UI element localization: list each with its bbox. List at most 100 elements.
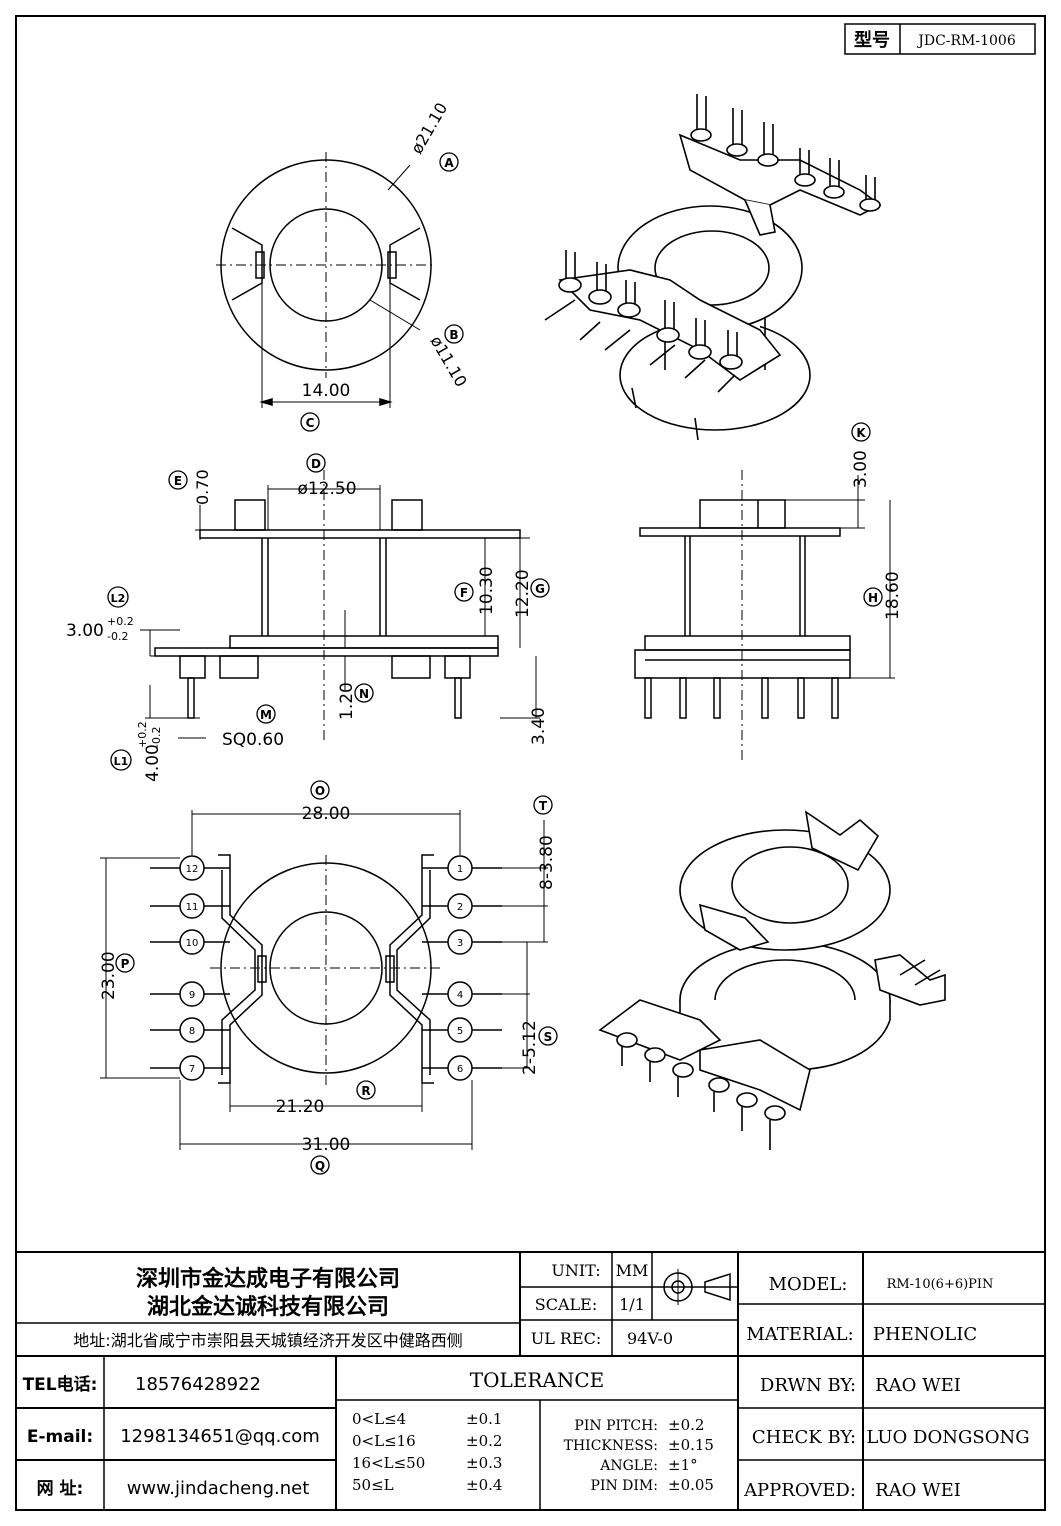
- tag-l2: L2: [111, 592, 126, 605]
- tag-m: M: [260, 708, 272, 722]
- tel-value: 18576428922: [135, 1374, 261, 1395]
- tag-b: B: [449, 328, 458, 342]
- tolerance-value: ±0.2: [466, 1432, 502, 1450]
- pin-left-12: 12: [179, 855, 205, 881]
- tolerance-range: 16<L≤50: [352, 1454, 425, 1472]
- iso-view-top: [544, 94, 882, 441]
- unit-value: MM: [616, 1261, 649, 1280]
- front-view: [140, 470, 540, 740]
- tag-f: F: [460, 586, 468, 600]
- material-label: MATERIAL:: [746, 1324, 853, 1345]
- spec-value: ±0.15: [668, 1436, 714, 1454]
- email-value: 1298134651@qq.com: [120, 1426, 320, 1447]
- pin-right-5: 5: [447, 1017, 473, 1043]
- tag-d: D: [311, 457, 321, 471]
- model-box: 型号 JDC-RM-1006: [844, 23, 1036, 55]
- pin-number: 11: [186, 902, 199, 913]
- pin-left-11: 11: [179, 893, 205, 919]
- spec-label: PIN PITCH:: [574, 1418, 658, 1434]
- web-value: www.jindacheng.net: [127, 1478, 310, 1499]
- top-view: [216, 152, 436, 408]
- company-name-2: 湖北金达诚科技有限公司: [147, 1294, 389, 1320]
- tag-t: T: [539, 799, 548, 813]
- dim-base-thickness: 1.20: [337, 682, 357, 720]
- tag-g: G: [535, 582, 545, 596]
- spec-value: ±0.05: [668, 1476, 714, 1494]
- tel-label: TEL电话:: [23, 1374, 98, 1395]
- dim-bottom-height: 23.00: [99, 951, 119, 1000]
- tag-n: N: [359, 687, 369, 701]
- dim-l1: 4.00: [143, 744, 163, 782]
- tag-r: R: [361, 1084, 370, 1098]
- title-block-text: 深圳市金达成电子有限公司 湖北金达诚科技有限公司 地址:湖北省咸宁市崇阳县天城镇…: [23, 1261, 1030, 1501]
- model-value: RM-10(6+6)PIN: [887, 1277, 994, 1292]
- dim-bottom-outer-width: 31.00: [302, 1135, 351, 1155]
- check-label: CHECK BY:: [752, 1427, 856, 1448]
- pin-number: 5: [457, 1026, 463, 1037]
- dim-total-height: 18.60: [883, 571, 903, 620]
- dim-pin-pitch-1: 8-3.80: [537, 835, 557, 890]
- tolerance-range: 0<L≤16: [352, 1432, 416, 1450]
- dim-bottom-inner-width: 21.20: [276, 1097, 325, 1117]
- pin-number: 9: [189, 990, 195, 1001]
- unit-label: UNIT:: [551, 1261, 600, 1280]
- dim-bottom-width: 28.00: [302, 804, 351, 824]
- dim-top-height: 3.00: [851, 450, 871, 488]
- pin-right-4: 4: [447, 981, 473, 1007]
- tag-h: H: [868, 591, 878, 605]
- front-view-labels: D ø12.50 E 0.70 10.30 F 12.20 G L2 3.00 …: [66, 453, 550, 782]
- tag-p: P: [121, 957, 130, 971]
- pin-right-1: 1: [447, 855, 473, 881]
- dim-flange-dia: ø12.50: [297, 479, 356, 499]
- drawn-value: RAO WEI: [875, 1375, 961, 1396]
- ulrec-label: UL REC:: [531, 1329, 602, 1348]
- model-box-label: 型号: [854, 29, 890, 51]
- dim-l2: 3.00: [66, 621, 104, 641]
- pin-left-7: 7: [179, 1055, 205, 1081]
- side-view: [634, 470, 895, 760]
- model-box-value: JDC-RM-1006: [916, 33, 1016, 49]
- pin-number: 4: [457, 990, 463, 1001]
- approved-value: RAO WEI: [875, 1480, 961, 1501]
- pin-left-8: 8: [179, 1017, 205, 1043]
- sheet-border: [15, 15, 1046, 1511]
- pin-number: 2: [457, 902, 463, 913]
- tolerance-range: 0<L≤4: [352, 1410, 406, 1428]
- tolerance-rows: 0<L≤4±0.10<L≤16±0.216<L≤50±0.350≤L±0.4: [352, 1410, 502, 1494]
- tag-o: O: [315, 784, 325, 798]
- scale-label: SCALE:: [535, 1295, 597, 1314]
- spec-value: ±0.2: [668, 1416, 704, 1434]
- dim-l2-tol-dn: -0.2: [107, 630, 128, 643]
- tag-s: S: [544, 1030, 553, 1044]
- pin-number: 1: [457, 864, 463, 875]
- spec-value: ±1°: [668, 1456, 698, 1474]
- bottom-view-labels: O 28.00 23.00 P 21.20 R 31.00 Q T 8-3.80…: [99, 780, 558, 1175]
- tolerance-value: ±0.4: [466, 1476, 502, 1494]
- spec-label: ANGLE:: [599, 1458, 658, 1474]
- dim-inner-height: 10.30: [477, 566, 497, 615]
- approved-label: APPROVED:: [743, 1480, 856, 1501]
- spec-label: PIN DIM:: [591, 1478, 658, 1494]
- pin-number: 6: [457, 1064, 463, 1075]
- tag-l1: L1: [114, 755, 129, 768]
- pin-number: 8: [189, 1026, 195, 1037]
- tolerance-value: ±0.1: [466, 1410, 502, 1428]
- dim-body-height: 12.20: [513, 569, 533, 618]
- dim-outer-dia: ø21.10: [407, 99, 451, 157]
- dim-l1-tol-dn: -0.2: [150, 727, 163, 748]
- tolerance-title: TOLERANCE: [470, 1368, 605, 1392]
- tag-q: Q: [315, 1159, 325, 1173]
- company-name-1: 深圳市金达成电子有限公司: [136, 1266, 400, 1292]
- spec-label: THICKNESS:: [564, 1438, 658, 1454]
- side-view-labels: K 3.00 H 18.60: [851, 422, 903, 620]
- title-block: [16, 1251, 1045, 1510]
- tag-e: E: [174, 474, 182, 488]
- dim-l2-tol-up: +0.2: [107, 615, 134, 628]
- dim-pin-length: 3.40: [529, 707, 549, 745]
- dim-l1-tol-up: +0.2: [136, 721, 149, 748]
- tag-k: K: [856, 426, 866, 440]
- pin-left-10: 10: [179, 929, 205, 955]
- dim-top-width: 14.00: [302, 381, 351, 401]
